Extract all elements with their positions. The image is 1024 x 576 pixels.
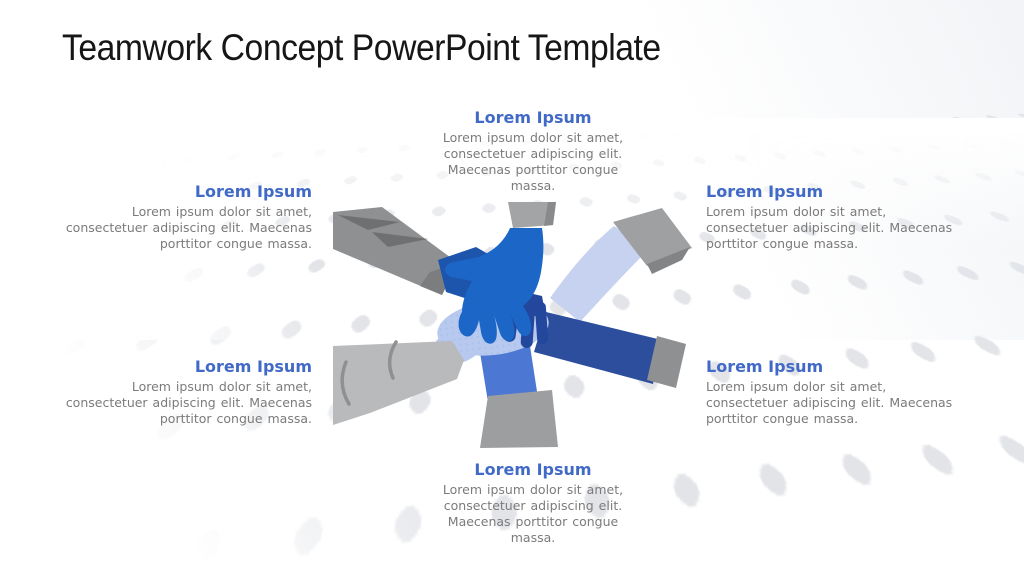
slide-title: Teamwork Concept PowerPoint Template (62, 27, 661, 68)
block-heading: Lorem Ipsum (194, 357, 312, 376)
block-body: Lorem ipsum dolor sit amet, consectetuer… (442, 482, 624, 545)
arm-bottom (478, 340, 558, 448)
sleeve-upper-left (333, 207, 458, 295)
text-block-lower-left: Lorem Ipsum Lorem ipsum dolor sit amet, … (62, 357, 312, 427)
text-block-bottom-center: Lorem Ipsum Lorem ipsum dolor sit amet, … (430, 460, 636, 546)
hand-top-blue (444, 228, 544, 344)
text-block-lower-right: Lorem Ipsum Lorem ipsum dolor sit amet, … (706, 357, 964, 427)
block-heading: Lorem Ipsum (194, 182, 312, 201)
text-block-upper-left: Lorem Ipsum Lorem ipsum dolor sit amet, … (62, 182, 312, 252)
block-body: Lorem ipsum dolor sit amet, consectetuer… (442, 130, 624, 193)
block-body: Lorem ipsum dolor sit amet, consectetuer… (706, 204, 953, 251)
arm-upper-right (550, 208, 692, 322)
block-heading: Lorem Ipsum (706, 357, 824, 376)
block-body: Lorem ipsum dolor sit amet, consectetuer… (65, 379, 312, 426)
text-block-upper-right: Lorem Ipsum Lorem ipsum dolor sit amet, … (706, 182, 964, 252)
arm-lower-right (534, 312, 686, 388)
stacked-hands-illustration (333, 202, 692, 448)
block-heading: Lorem Ipsum (706, 182, 824, 201)
sleeve-lower-left (333, 340, 464, 425)
block-heading: Lorem Ipsum (474, 108, 592, 127)
block-body: Lorem ipsum dolor sit amet, consectetuer… (706, 379, 953, 426)
block-heading: Lorem Ipsum (474, 460, 592, 479)
sleeve-top (508, 202, 556, 228)
text-block-top-center: Lorem Ipsum Lorem ipsum dolor sit amet, … (430, 108, 636, 194)
block-body: Lorem ipsum dolor sit amet, consectetuer… (65, 204, 312, 251)
